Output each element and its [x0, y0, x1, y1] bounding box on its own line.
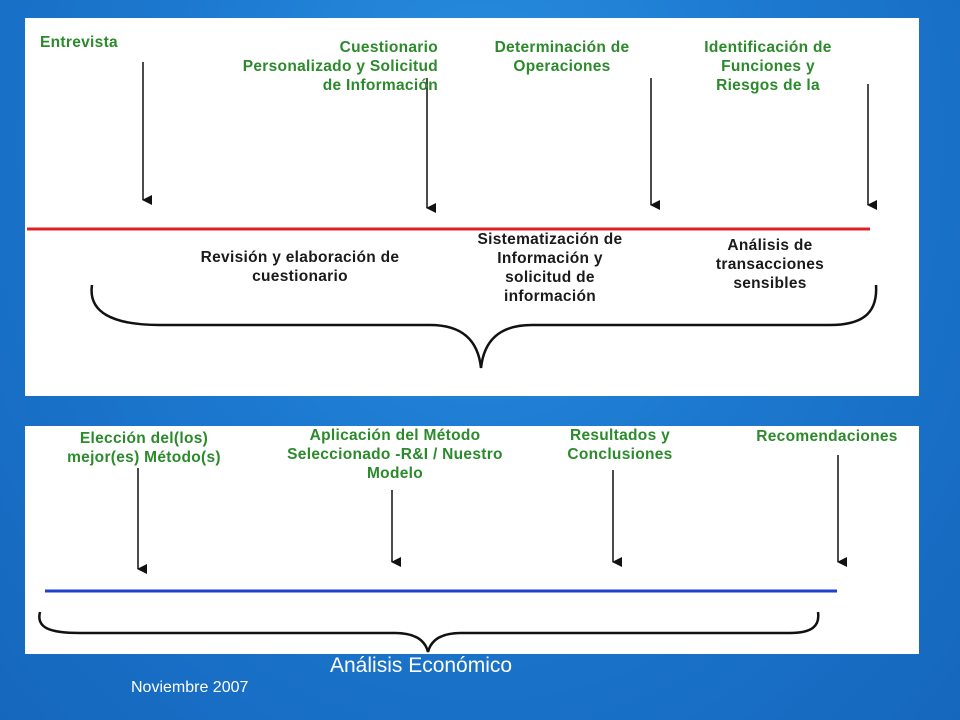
- phase-label-sistematizacion: Sistematización de Información y solicit…: [477, 231, 623, 305]
- phase-label-revision: Revisión y elaboración de cuestionario: [200, 249, 400, 285]
- slide-date: Noviembre 2007: [131, 679, 249, 696]
- milestone-label-identificacion: Identificación de Funciones y Riesgos de…: [704, 39, 832, 94]
- milestone-label-cuestionario: Cuestionario Personalizado y Solicitud d…: [242, 39, 438, 94]
- top-diagram-panel: [25, 18, 919, 396]
- milestone-label-recomendaciones: Recomendaciones: [756, 428, 898, 445]
- milestone-label-resultados: Resultados y Conclusiones: [567, 427, 673, 463]
- milestone-label-eleccion: Elección del(los) mejor(es) Método(s): [67, 430, 221, 466]
- milestone-label-aplicacion: Aplicación del Método Seleccionado -R&I …: [287, 427, 503, 482]
- bottom-brace: [38, 611, 820, 653]
- milestone-label-entrevista: Entrevista: [40, 34, 118, 51]
- slide-title: Análisis Económico: [330, 654, 513, 677]
- milestone-label-determinacion: Determinación de Operaciones: [494, 39, 630, 75]
- phase-label-analisis: Análisis de transacciones sensibles: [715, 237, 825, 292]
- top-brace: [90, 284, 878, 369]
- bottom-diagram-panel: [25, 426, 919, 654]
